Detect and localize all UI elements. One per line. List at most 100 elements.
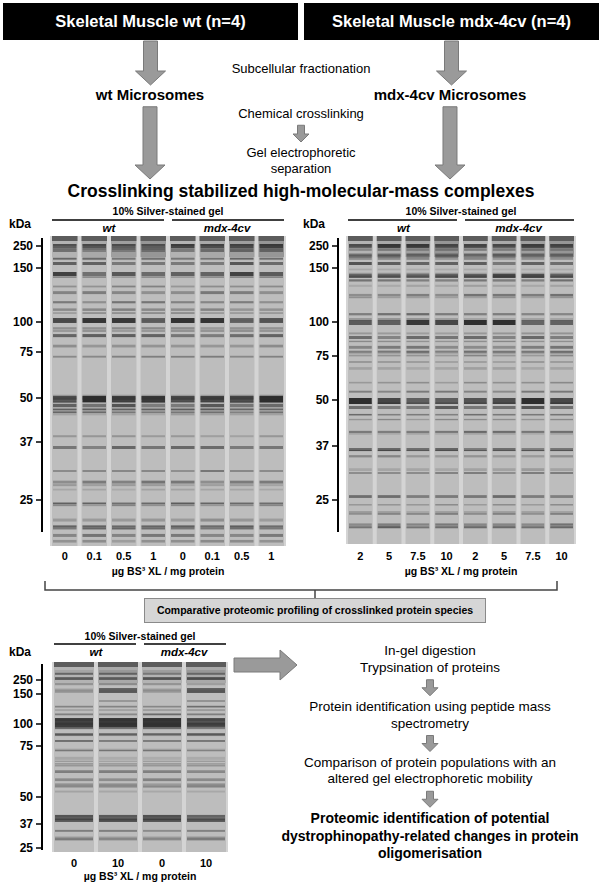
protein-band [550, 341, 573, 342]
protein-band [201, 301, 225, 303]
protein-band [53, 540, 77, 543]
protein-band [55, 713, 93, 715]
protein-band [143, 765, 181, 767]
protein-band [435, 274, 458, 278]
protein-band [522, 414, 545, 416]
protein-band [230, 540, 254, 543]
protein-band [550, 244, 573, 247]
protein-band [407, 448, 430, 451]
protein-band [83, 244, 107, 246]
protein-band [143, 839, 181, 841]
protein-band [349, 495, 372, 498]
protein-band [83, 291, 107, 294]
step-text: Protein identification using peptide mas… [288, 699, 573, 733]
protein-band [435, 391, 458, 393]
gel-well [549, 236, 574, 241]
protein-band [407, 332, 430, 334]
protein-band [112, 345, 136, 348]
protein-band [550, 248, 573, 251]
protein-band [171, 356, 195, 357]
protein-band [378, 273, 401, 274]
protein-band [522, 297, 545, 299]
protein-band [143, 786, 181, 788]
protein-band [230, 345, 254, 348]
protein-band [349, 511, 372, 513]
protein-band [171, 526, 195, 528]
protein-band [142, 276, 166, 278]
protein-band [464, 336, 487, 339]
protein-band [522, 523, 545, 525]
protein-band [99, 709, 137, 711]
protein-band [407, 382, 430, 384]
protein-band [550, 402, 573, 404]
protein-band [53, 291, 77, 294]
gel-title: 10% Silver-stained gel [406, 206, 517, 217]
protein-band [378, 332, 401, 334]
protein-band [99, 740, 137, 741]
protein-band [83, 503, 107, 505]
protein-band [142, 399, 166, 400]
protein-band [171, 504, 195, 506]
protein-band [201, 534, 225, 537]
protein-band [550, 448, 573, 451]
protein-band [349, 504, 372, 505]
protein-band [407, 346, 430, 349]
axis-title: µg BS³ XL / mg protein [84, 871, 197, 882]
protein-band [493, 504, 516, 505]
protein-band [493, 273, 516, 274]
protein-band [378, 367, 401, 370]
protein-band [230, 470, 254, 472]
protein-band [201, 355, 225, 357]
step-text: mdx-4cv Microsomes [374, 86, 527, 105]
protein-band [378, 244, 401, 247]
gel-smear [463, 241, 488, 257]
protein-band [435, 355, 458, 357]
protein-band [112, 318, 136, 323]
protein-band [143, 677, 181, 680]
protein-band [143, 778, 181, 781]
protein-band [493, 355, 516, 357]
protein-band [201, 329, 225, 332]
protein-band [99, 727, 137, 729]
protein-band [260, 286, 284, 288]
gel-lane [259, 236, 285, 546]
protein-band [349, 262, 372, 265]
protein-band [435, 414, 458, 416]
protein-band [142, 244, 166, 245]
protein-band [435, 367, 458, 370]
protein-band [171, 308, 195, 310]
protein-band [171, 345, 195, 348]
protein-band [230, 244, 254, 246]
protein-band [493, 450, 516, 451]
axis-tick [36, 847, 42, 849]
gel-smear [492, 241, 517, 257]
protein-band [187, 786, 225, 788]
protein-band [187, 713, 225, 715]
protein-band [201, 503, 225, 504]
protein-band [55, 740, 93, 741]
protein-band [83, 356, 107, 357]
step-annotation: Subcellular fractionation [232, 62, 371, 75]
protein-band [464, 258, 487, 260]
gel-well [141, 236, 167, 241]
gel-lane [406, 236, 431, 544]
protein-band [260, 489, 284, 491]
protein-band [55, 706, 93, 708]
protein-band [522, 382, 545, 384]
protein-band [171, 319, 195, 321]
protein-band [187, 727, 225, 729]
protein-band [201, 399, 225, 400]
protein-band [55, 757, 93, 760]
protein-band [378, 432, 401, 435]
protein-band [171, 335, 195, 338]
protein-band [171, 407, 195, 410]
protein-band [230, 250, 254, 252]
protein-band [83, 276, 107, 278]
gel-lane [521, 236, 546, 544]
protein-band [187, 770, 225, 773]
protein-band [171, 258, 195, 259]
protein-band [142, 286, 166, 288]
protein-band [53, 503, 77, 504]
protein-band [464, 285, 487, 287]
protein-band [55, 818, 93, 820]
